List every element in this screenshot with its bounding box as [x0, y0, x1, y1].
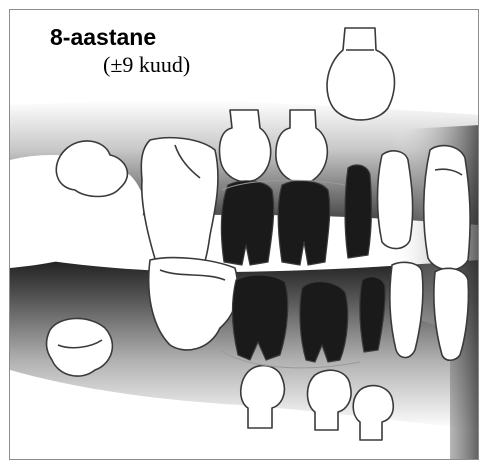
lower-premolar-bud-2: [307, 370, 351, 430]
deciduous-upper-canine: [345, 165, 371, 258]
deciduous-lower-molar-2: [300, 282, 348, 362]
lower-incisor: [434, 268, 469, 360]
dental-development-figure: 8-aastane (±9 kuud): [9, 9, 479, 460]
upper-canine: [378, 151, 413, 249]
figure-subtitle: (±9 kuud): [103, 52, 190, 78]
lower-premolar-bud-1: [241, 366, 285, 428]
upper-first-molar: [141, 138, 218, 275]
deciduous-lower-molar-1: [232, 275, 287, 360]
lower-premolar-bud-3: [353, 386, 393, 440]
tooth-bud-top: [327, 28, 394, 120]
figure-title: 8-aastane: [50, 24, 156, 51]
deciduous-upper-molar-1: [221, 181, 273, 265]
upper-incisor: [424, 146, 470, 270]
deciduous-upper-molar-2: [278, 181, 329, 265]
dentition-illustration: [10, 10, 479, 460]
